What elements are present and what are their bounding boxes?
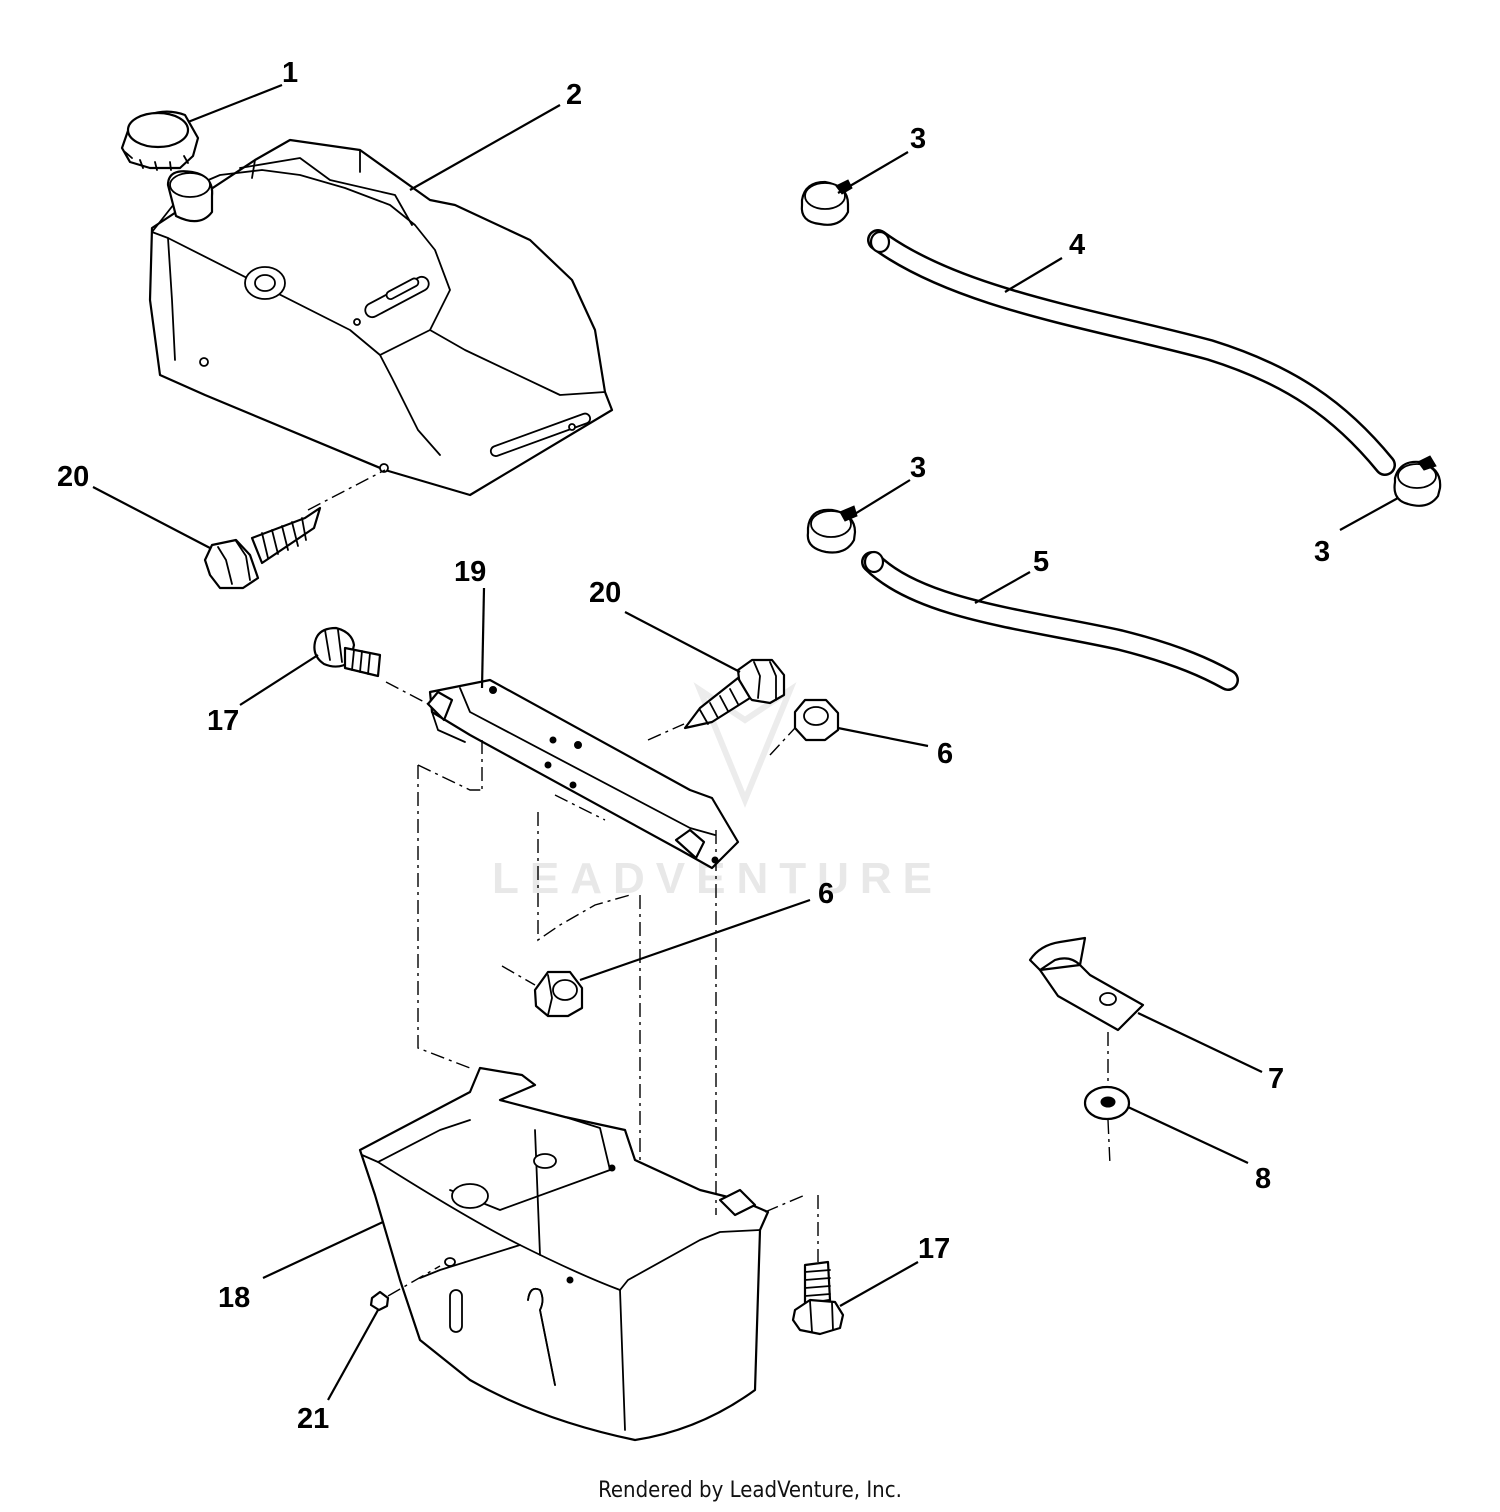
alignment-lines (307, 469, 1111, 1297)
hose-clamp-1[interactable] (800, 179, 853, 226)
callout-1: 1 (282, 57, 298, 89)
hose-clamp-3[interactable] (1393, 455, 1442, 507)
hose-clip-bracket[interactable] (1028, 936, 1145, 1032)
battery-box[interactable] (358, 1066, 770, 1442)
fuel-tank[interactable] (148, 138, 614, 497)
callout-17b: 17 (918, 1233, 950, 1265)
hose-clamp-2[interactable] (806, 505, 858, 554)
callout-3a: 3 (910, 123, 926, 155)
nut-upper[interactable] (793, 698, 840, 742)
callout-3c: 3 (1314, 536, 1330, 568)
callout-5: 5 (1033, 546, 1049, 578)
fuel-cap[interactable] (120, 110, 200, 171)
callout-2: 2 (566, 79, 582, 111)
bolt-17-lower[interactable] (791, 1260, 845, 1336)
bolt-middle[interactable] (683, 658, 786, 730)
leader-lines (92, 83, 1399, 1401)
callout-20b: 20 (589, 577, 621, 609)
small-nut[interactable] (369, 1290, 390, 1312)
callout-21: 21 (297, 1403, 329, 1435)
mounting-bracket[interactable] (426, 678, 740, 870)
callout-17a: 17 (207, 705, 239, 737)
fuel-hose-upper[interactable] (867, 229, 1396, 476)
callout-3b: 3 (910, 452, 926, 484)
callout-7: 7 (1268, 1063, 1284, 1095)
callout-numbers: 1 2 3 3 3 4 5 6 6 7 8 17 17 18 19 20 20 … (57, 57, 1330, 1435)
callout-4: 4 (1069, 229, 1085, 261)
washer[interactable] (1083, 1085, 1131, 1121)
footer-credit: Rendered by LeadVenture, Inc. (598, 1478, 902, 1503)
fuel-hose-lower[interactable] (861, 550, 1239, 691)
callout-20a: 20 (57, 461, 89, 493)
tapping-screw-upper[interactable] (203, 506, 322, 590)
callout-8: 8 (1255, 1163, 1271, 1195)
nut-lower[interactable] (533, 970, 584, 1018)
bolt-17-upper[interactable] (313, 626, 382, 678)
callout-6b: 6 (818, 878, 834, 910)
callout-19: 19 (454, 556, 486, 588)
callout-18: 18 (218, 1282, 250, 1314)
callout-6a: 6 (937, 738, 953, 770)
